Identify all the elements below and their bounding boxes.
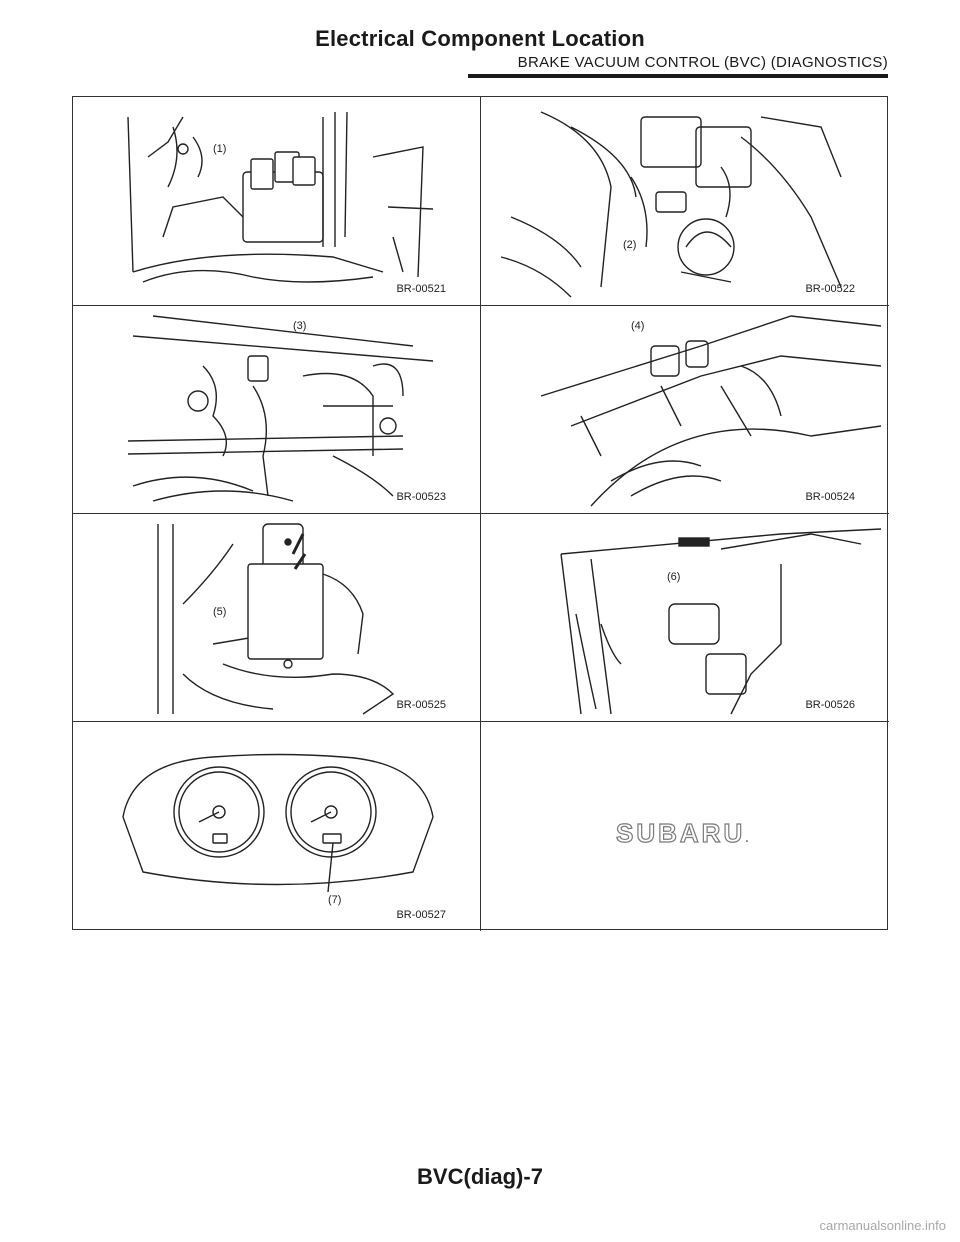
- figure-code-3: BR-00523: [396, 491, 446, 503]
- callout-5: (5): [213, 606, 227, 618]
- figure-cell-2: (2) BR-00522: [481, 97, 889, 306]
- figure-cell-5: (5) BR-00525: [73, 514, 481, 722]
- callout-4: (4): [631, 320, 645, 332]
- figure-cell-6: (6) BR-00526: [481, 514, 889, 722]
- figure-code-2: BR-00522: [805, 283, 855, 295]
- watermark: carmanualsonline.info: [819, 1218, 946, 1233]
- figure-cell-logo: SUBARU.: [481, 722, 889, 931]
- dash-underside-illustration-4: [540, 315, 882, 507]
- figure-cell-1: (1) BR-00521: [73, 97, 481, 306]
- callout-1: (1): [213, 143, 227, 155]
- subaru-logo: SUBARU.: [615, 817, 752, 848]
- page-title: Electrical Component Location: [315, 26, 645, 51]
- page-number: BVC(diag)-7: [417, 1164, 543, 1189]
- figure-cell-4: (4) BR-00524: [481, 306, 889, 514]
- callout-3: (3): [293, 320, 307, 332]
- figure-code-6: BR-00526: [805, 699, 855, 711]
- section-subtitle: BRAKE VACUUM CONTROL (BVC) (DIAGNOSTICS): [517, 54, 888, 71]
- callout-7: (7): [328, 894, 342, 906]
- engine-bay-illustration-3: [127, 315, 434, 502]
- control-module-illustration-5: [157, 523, 395, 715]
- engine-bay-illustration-1: [127, 111, 434, 283]
- figure-cell-3: (3) BR-00523: [73, 306, 481, 514]
- figure-code-1: BR-00521: [396, 283, 446, 295]
- figure-cell-7: (7) BR-00527: [73, 722, 481, 931]
- header-rule: [468, 74, 888, 78]
- callout-6: (6): [667, 571, 681, 583]
- pedal-area-illustration-6: [560, 528, 882, 715]
- engine-bay-illustration-2: [500, 111, 842, 298]
- figure-grid: (1) BR-00521 (2) BR-00522: [72, 96, 889, 931]
- figure-code-5: BR-00525: [396, 699, 446, 711]
- combination-meter-illustration-7: [122, 753, 434, 893]
- figure-code-7: BR-00527: [396, 909, 446, 921]
- callout-2: (2): [623, 239, 637, 251]
- figure-code-4: BR-00524: [805, 491, 855, 503]
